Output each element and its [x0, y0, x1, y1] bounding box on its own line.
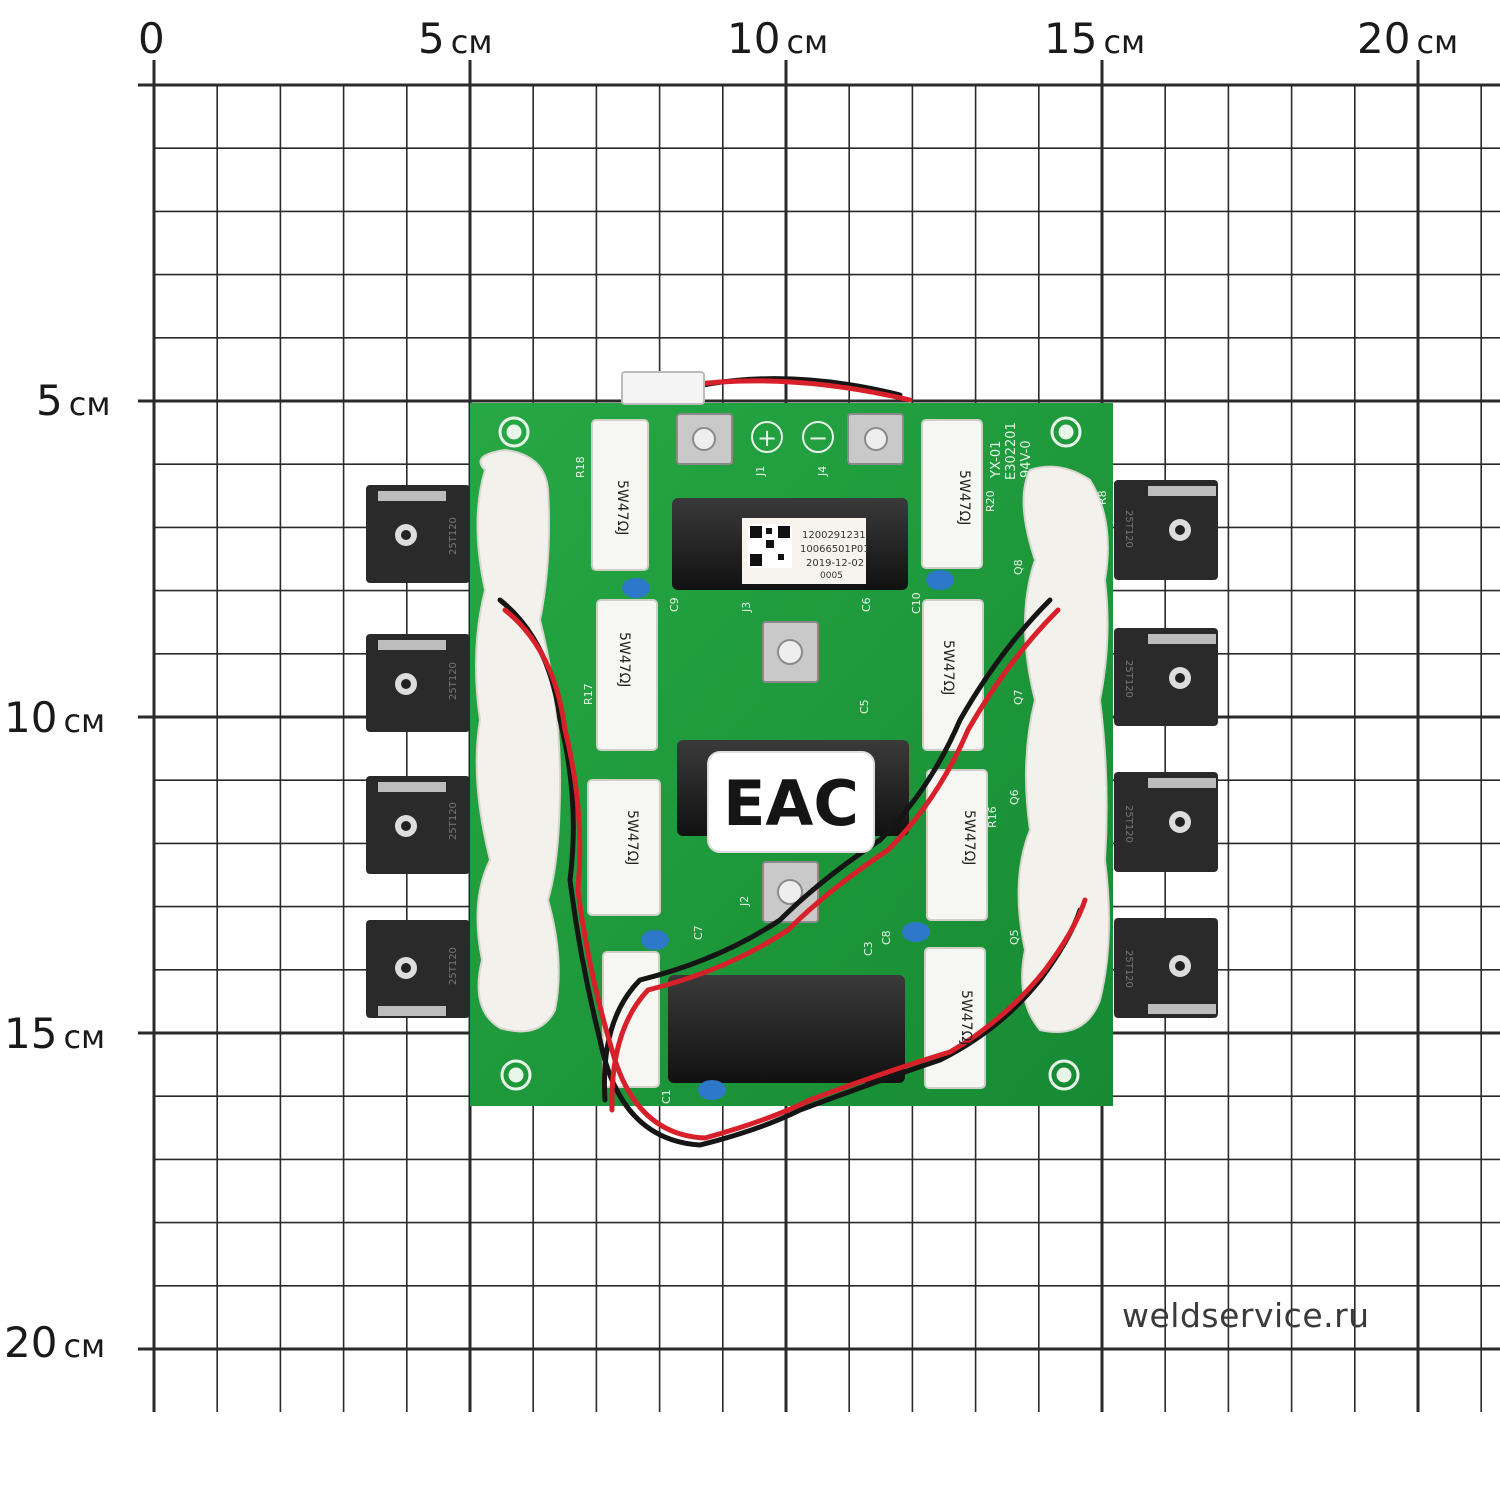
- silk-line-1: YX-01: [989, 441, 1004, 479]
- transistor-markings: 25T120 25T120 25T120 25T120 25T120 25T12…: [448, 510, 1134, 988]
- transistor: [1114, 772, 1218, 872]
- watermark: weldservice.ru: [1122, 1296, 1370, 1335]
- ref-r6: R6: [1096, 785, 1109, 800]
- resistor-marking: 5W47ΩJ: [616, 632, 632, 687]
- reference-designators: R18 R20 R17 R16 R8 R6 J1 J4 J3 J2 C9 C6 …: [574, 456, 1109, 1104]
- ref-r18: R18: [574, 456, 587, 478]
- terminals: [676, 413, 904, 923]
- ref-c6: C6: [860, 597, 873, 612]
- power-resistors: [587, 419, 988, 1089]
- transistor: [366, 920, 470, 1018]
- transistor: [1114, 918, 1218, 1018]
- resistor-marking: 5W47ΩJ: [961, 810, 977, 865]
- twisted-wires: [497, 376, 1088, 1148]
- resistor-marking: 5W47ΩJ: [958, 990, 974, 1045]
- silkscreen-id: YX-01 E302201 94V-0: [989, 422, 1034, 480]
- ref-r8: R8: [1096, 490, 1109, 505]
- silk-line-3: 94V-0: [1019, 440, 1034, 478]
- minus-mark: −: [808, 424, 828, 452]
- resistor-marking: 5W47ΩJ: [940, 640, 956, 695]
- blue-capacitors: [622, 570, 954, 1100]
- resistor-marking: 5W47ΩJ: [956, 470, 972, 525]
- transistor-marking: 25T120: [1123, 510, 1134, 548]
- ref-j3: J3: [740, 602, 753, 613]
- transistor: [366, 776, 470, 874]
- sticker-line-1: 1200291231: [802, 530, 866, 541]
- transistor-marking: 25T120: [448, 947, 459, 985]
- mounting-holes: [498, 416, 1082, 1091]
- transistors-right: [1114, 480, 1218, 1018]
- transistor-marking: 25T120: [1123, 950, 1134, 988]
- resistor-marking: 5W47ΩJ: [614, 480, 630, 535]
- ref-c5: C5: [858, 699, 871, 714]
- transistor: [366, 634, 470, 732]
- polarity-marks: + −: [751, 421, 834, 453]
- qr-code: [748, 524, 792, 568]
- transistor-marking: 25T120: [448, 802, 459, 840]
- ref-q6: Q6: [1008, 789, 1021, 805]
- ref-r16: R16: [986, 806, 999, 828]
- ref-q8: Q8: [1012, 559, 1025, 575]
- resistor-marking: 5W47ΩJ: [624, 810, 640, 865]
- resistor-markings: 5W47ΩJ 5W47ΩJ 5W47ΩJ 5W47ΩJ 5W47ΩJ 5W47Ω…: [614, 470, 977, 1045]
- transistors-left: [366, 485, 470, 1018]
- transistor: [1114, 628, 1218, 726]
- ref-c1: C1: [660, 1089, 673, 1104]
- transistor-marking: 25T120: [1123, 805, 1134, 843]
- transistor-marking: 25T120: [448, 517, 459, 555]
- x-label-0: 0: [138, 14, 165, 63]
- sticker-line-2: 10066501P01: [800, 544, 870, 555]
- ref-j1: J1: [754, 466, 767, 477]
- ref-c7: C7: [692, 925, 705, 940]
- silk-line-2: E302201: [1004, 422, 1019, 480]
- ref-q5: Q5: [1008, 929, 1021, 945]
- ref-c9: C9: [668, 597, 681, 612]
- transistor: [366, 485, 470, 583]
- ref-r20: R20: [984, 490, 997, 512]
- sticker-line-3: 2019-12-02: [806, 558, 864, 569]
- ref-j2: J2: [738, 896, 751, 907]
- transistor-marking: 25T120: [448, 662, 459, 700]
- ref-c10: C10: [910, 592, 923, 614]
- transistor: [1114, 480, 1218, 580]
- transistor-marking: 25T120: [1123, 660, 1134, 698]
- ref-j4: J4: [816, 466, 829, 477]
- eac-sticker: [707, 751, 875, 853]
- plus-mark: +: [757, 424, 777, 452]
- ref-c8: C8: [880, 930, 893, 945]
- ref-c3: C3: [862, 941, 875, 956]
- eac-label: EAC: [723, 767, 859, 840]
- sticker-line-4: 0005: [820, 571, 843, 581]
- connector-plug: [621, 371, 705, 405]
- ref-q7: Q7: [1012, 689, 1025, 705]
- ref-r17: R17: [582, 683, 595, 705]
